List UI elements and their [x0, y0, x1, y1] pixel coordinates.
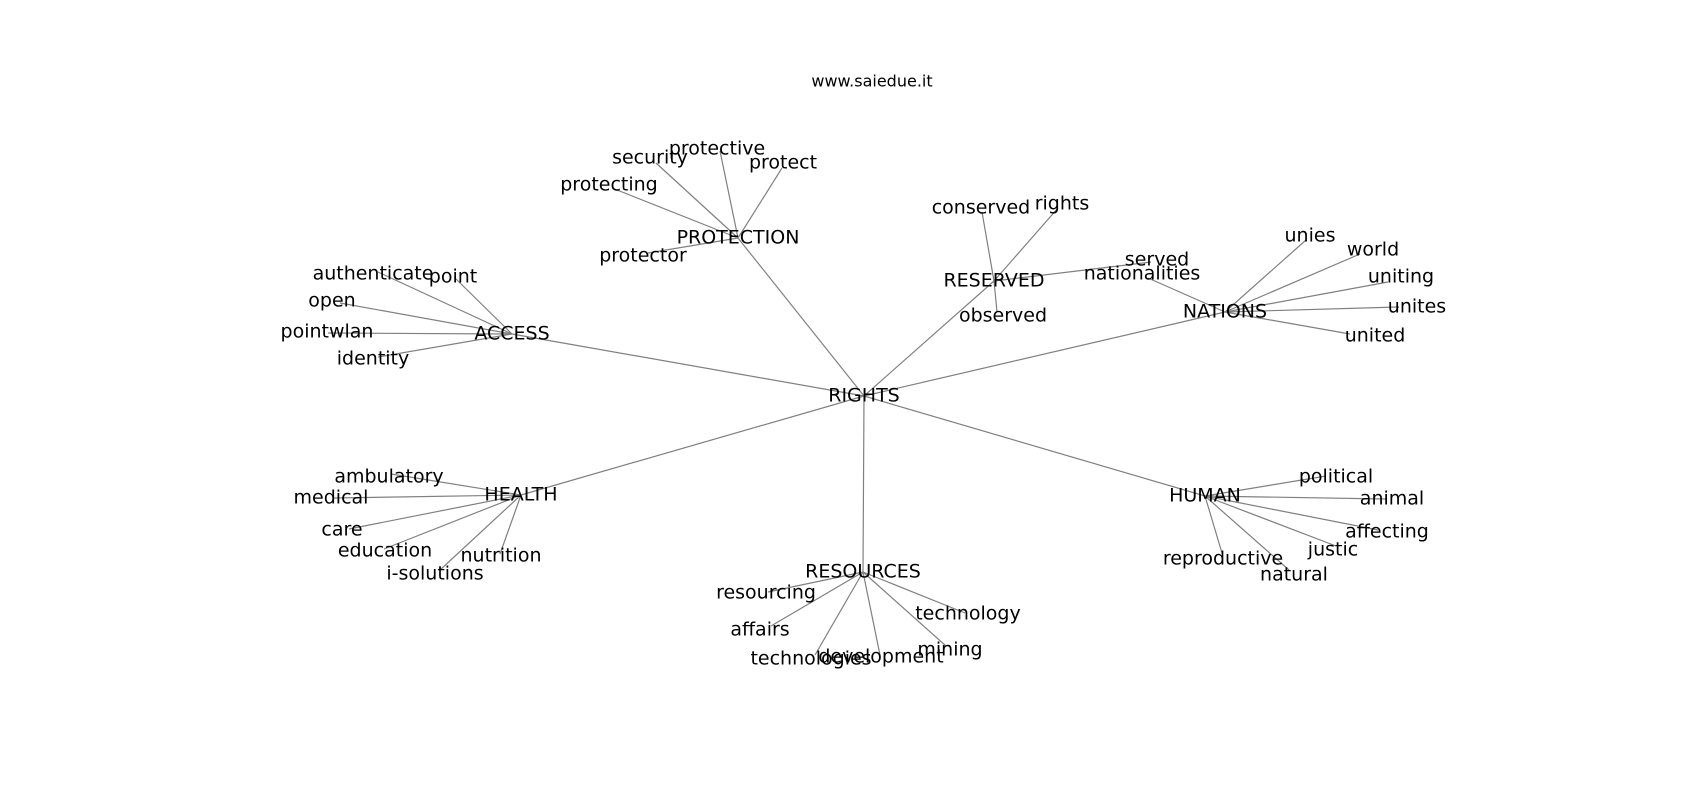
- edge-reserved-served: [993, 261, 1152, 282]
- edge-protection-protect: [737, 167, 783, 239]
- edge-rights-health: [520, 395, 865, 496]
- node-pointwlan: pointwlan: [281, 321, 374, 343]
- node-nutrition: nutrition: [460, 545, 541, 567]
- node-reserved: RESERVED: [943, 270, 1044, 292]
- edge-human-natural: [1204, 495, 1290, 571]
- node-rights: RIGHTS: [828, 385, 899, 407]
- node-unites: unites: [1388, 296, 1446, 318]
- node-protection: PROTECTION: [677, 227, 800, 249]
- edge-rights-protection: [737, 237, 865, 397]
- node-technology: technology: [915, 603, 1021, 625]
- node-open: open: [308, 290, 355, 312]
- edge-rights-nations: [863, 311, 1226, 397]
- edge-access-point: [454, 277, 513, 335]
- edge-resources-affairs: [770, 571, 864, 627]
- edge-rights-human: [863, 395, 1206, 497]
- node-affairs: affairs: [730, 619, 789, 641]
- node-mining: mining: [917, 639, 982, 661]
- node-nations: NATIONS: [1183, 301, 1267, 323]
- edge-health-nutrition: [499, 494, 522, 555]
- edge-access-open: [339, 302, 513, 335]
- edge-health-ambulatory: [390, 473, 522, 496]
- edge-nations-unites: [1224, 306, 1400, 313]
- edge-access-pointwlan: [327, 332, 513, 335]
- node-conserved: conserved: [932, 197, 1031, 219]
- edge-nations-world: [1224, 253, 1361, 313]
- edge-reserved-observed: [993, 280, 998, 313]
- node-protect: protect: [749, 152, 817, 174]
- node-identity: identity: [337, 348, 410, 370]
- edge-protection-protector: [647, 237, 739, 254]
- edge-resources-development: [862, 571, 881, 656]
- edge-resources-resourcing: [767, 571, 864, 593]
- node-authenticate: authenticate: [313, 263, 434, 285]
- node-human: HUMAN: [1169, 485, 1241, 507]
- edge-protection-protective: [719, 150, 739, 239]
- edge-rights-access: [511, 333, 865, 397]
- edge-rights-resources: [862, 395, 865, 573]
- node-animal: animal: [1360, 488, 1424, 510]
- node-health: HEALTH: [484, 484, 557, 506]
- edge-human-justic: [1204, 495, 1337, 547]
- node-ambulatory: ambulatory: [334, 466, 443, 488]
- node-unies: unies: [1285, 225, 1336, 247]
- edge-reserved-conserved: [981, 211, 995, 282]
- node-world: world: [1347, 239, 1399, 261]
- edge-nations-unies: [1224, 239, 1307, 313]
- edge-health-i-solutions: [439, 494, 522, 571]
- node-point: point: [429, 266, 477, 288]
- edge-protection-protecting: [611, 187, 739, 239]
- edge-health-education: [383, 494, 522, 550]
- node-access: ACCESS: [474, 323, 549, 345]
- node-observed: observed: [959, 305, 1047, 327]
- node-natural: natural: [1260, 564, 1328, 586]
- edge-resources-technology: [862, 571, 966, 614]
- edge-health-care: [348, 494, 522, 530]
- node-education: education: [338, 540, 432, 562]
- node-rights: rights: [1035, 193, 1090, 215]
- edge-access-identity: [377, 333, 513, 358]
- node-technologies: technologies: [750, 648, 871, 670]
- node-security: security: [612, 147, 688, 169]
- node-political: political: [1299, 466, 1373, 488]
- node-affecting: affecting: [1345, 521, 1429, 543]
- node-care: care: [321, 519, 362, 541]
- page-title: www.saiedue.it: [811, 72, 932, 91]
- graph-edges: [327, 150, 1400, 656]
- edge-human-political: [1204, 475, 1327, 497]
- edge-health-medical: [332, 494, 522, 499]
- node-reproductive: reproductive: [1163, 548, 1283, 570]
- node-resourcing: resourcing: [716, 582, 816, 604]
- node-development: development: [818, 646, 943, 668]
- edge-resources-technologies: [814, 571, 864, 656]
- node-resources: RESOURCES: [805, 561, 921, 583]
- node-united: united: [1345, 325, 1406, 347]
- edge-access-authenticate: [377, 271, 513, 335]
- node-justic: justic: [1307, 539, 1358, 561]
- edge-human-reproductive: [1204, 495, 1223, 554]
- node-served: served: [1125, 249, 1189, 271]
- node-i-solutions: i-solutions: [386, 563, 483, 585]
- node-uniting: uniting: [1368, 266, 1434, 288]
- node-protecting: protecting: [560, 174, 658, 196]
- edge-nations-nationalities: [1147, 277, 1226, 313]
- edge-human-affecting: [1204, 495, 1379, 531]
- edge-reserved-rights: [993, 207, 1059, 282]
- edge-protection-security: [655, 162, 739, 239]
- edge-nations-uniting: [1224, 281, 1389, 313]
- node-protector: protector: [599, 245, 687, 267]
- node-nationalities: nationalities: [1084, 263, 1201, 285]
- node-protective: protective: [669, 138, 765, 160]
- edge-rights-reserved: [863, 280, 995, 397]
- edge-human-animal: [1204, 495, 1387, 500]
- node-medical: medical: [294, 487, 369, 509]
- graph-nodes: RIGHTS PROTECTION RESERVED NATIONS ACCESS HEA…: [281, 138, 1447, 670]
- edge-nations-united: [1224, 311, 1351, 335]
- edge-resources-mining: [862, 571, 947, 647]
